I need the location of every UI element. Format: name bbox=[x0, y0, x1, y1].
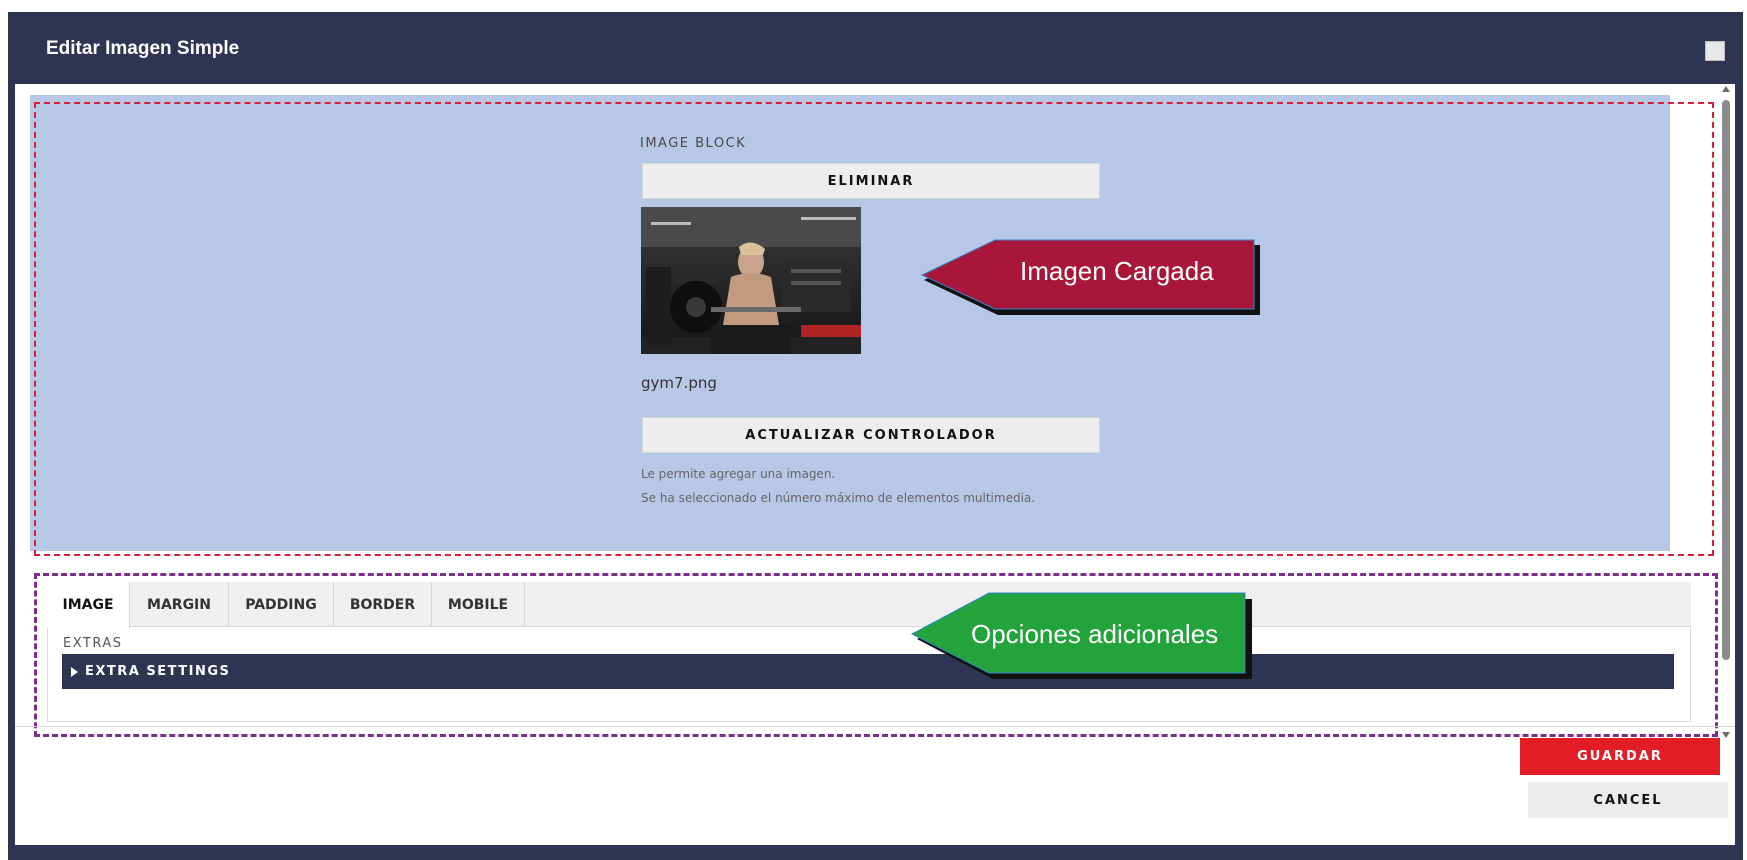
dialog-title: Editar Imagen Simple bbox=[46, 38, 240, 59]
uploaded-image-highlight bbox=[34, 102, 1714, 556]
uploaded-image-callout bbox=[920, 239, 1260, 315]
extra-settings-label: EXTRA SETTINGS bbox=[85, 664, 231, 679]
delete-button[interactable]: ELIMINAR bbox=[642, 163, 1100, 199]
image-block-label: IMAGE BLOCK bbox=[640, 136, 747, 151]
tab-padding[interactable]: PADDING bbox=[229, 582, 334, 627]
help-text-line-2: Se ha seleccionado el número máximo de e… bbox=[641, 491, 1036, 505]
save-button[interactable]: GUARDAR bbox=[1520, 738, 1720, 775]
options-tabbar bbox=[47, 582, 1691, 627]
footer-divider bbox=[15, 726, 1735, 727]
scroll-up-arrow-icon[interactable] bbox=[1722, 86, 1730, 92]
cancel-button[interactable]: CANCEL bbox=[1528, 782, 1728, 818]
additional-options-callout-text: Opciones adicionales bbox=[971, 619, 1219, 649]
extra-settings-toggle[interactable]: EXTRA SETTINGS bbox=[62, 654, 1674, 689]
uploaded-image-callout-text: Imagen Cargada bbox=[1020, 256, 1214, 286]
image-filename: gym7.png bbox=[641, 374, 717, 392]
dialog-titlebar: Editar Imagen Simple bbox=[15, 18, 1735, 84]
maximize-icon[interactable] bbox=[1705, 41, 1725, 61]
tab-border[interactable]: BORDER bbox=[334, 582, 432, 627]
extras-label: EXTRAS bbox=[63, 636, 123, 651]
additional-options-callout bbox=[910, 592, 1252, 679]
scroll-thumb[interactable] bbox=[1722, 100, 1730, 660]
help-text-line-1: Le permite agregar una imagen. bbox=[641, 467, 836, 481]
tab-mobile[interactable]: MOBILE bbox=[432, 582, 525, 627]
gym-photo bbox=[641, 207, 861, 354]
background-footer-strip bbox=[8, 845, 1743, 860]
tab-image[interactable]: IMAGE bbox=[47, 582, 130, 628]
scroll-down-arrow-icon[interactable] bbox=[1722, 732, 1730, 738]
update-controller-button[interactable]: ACTUALIZAR CONTROLADOR bbox=[642, 417, 1100, 453]
tab-margin[interactable]: MARGIN bbox=[130, 582, 229, 627]
vertical-scrollbar[interactable] bbox=[1718, 86, 1734, 744]
additional-options-highlight bbox=[34, 573, 1718, 737]
uploaded-image-thumbnail[interactable] bbox=[641, 207, 861, 354]
expand-triangle-icon bbox=[71, 666, 78, 677]
